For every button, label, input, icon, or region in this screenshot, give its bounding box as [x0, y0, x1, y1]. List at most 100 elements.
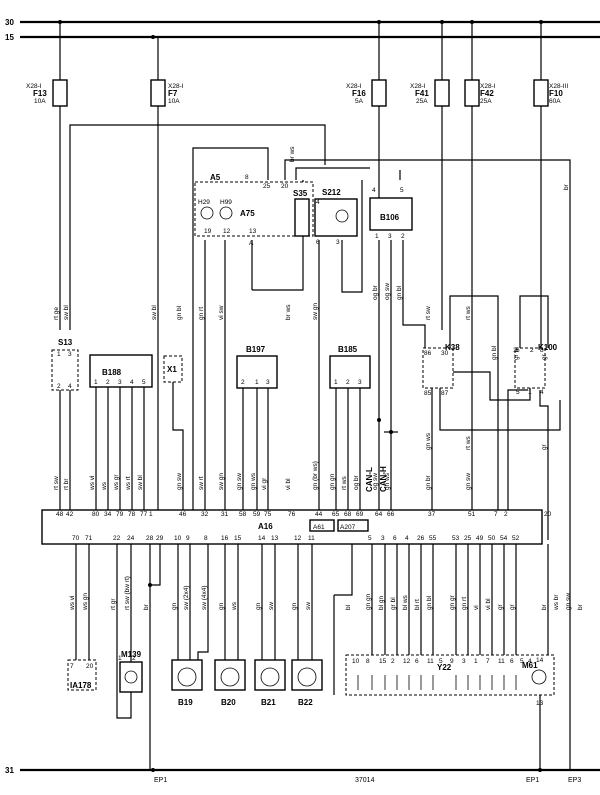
a16-top-pin: 44	[315, 511, 323, 518]
svg-text:IA178: IA178	[70, 681, 92, 690]
wire-color-label: rt ws	[465, 306, 472, 320]
wire-color-label: rt ge	[53, 307, 60, 320]
wire-color-label: rt sw (bw rt)	[124, 576, 131, 610]
svg-text:12: 12	[223, 228, 231, 235]
wire-color-label: ws gr	[113, 474, 120, 491]
svg-text:X28-III: X28-III	[549, 83, 568, 90]
wire-color-label: gn bl	[491, 345, 498, 360]
y22-pin: 9	[450, 658, 454, 665]
svg-text:10A: 10A	[168, 98, 180, 105]
svg-text:K38: K38	[445, 343, 460, 352]
wire-color-label: gn bl	[176, 305, 183, 320]
a16-top-pin: 32	[201, 511, 209, 518]
a16-top-pin: 51	[468, 511, 476, 518]
svg-text:3: 3	[388, 233, 392, 240]
svg-text:F7: F7	[168, 89, 178, 98]
b188-pin: 3	[118, 379, 122, 386]
k100-pin: 4	[540, 389, 544, 396]
wire-color-label: gn br	[425, 474, 432, 490]
sensor-b19: B19	[171, 659, 203, 707]
can-low-label: CAN-L	[365, 467, 374, 492]
sensor-b21: B21	[254, 659, 286, 707]
svg-text:F16: F16	[352, 89, 366, 98]
y22-pin: 3	[462, 658, 466, 665]
svg-text:Y22: Y22	[437, 663, 452, 672]
wire-color-label: og br	[353, 474, 360, 490]
svg-text:A61: A61	[313, 524, 325, 531]
b185-pin: 3	[358, 379, 362, 386]
a16-top-pin: 64	[375, 511, 383, 518]
wire-color-label: gn ws	[384, 472, 391, 490]
a16-top-pin: 7	[494, 511, 498, 518]
b185-pin: 1	[334, 379, 338, 386]
a16-bottom-pin: 11	[308, 535, 315, 542]
s13-switch: S13	[51, 338, 79, 510]
wire-color-label: rt ws	[341, 476, 348, 490]
a16-top-pin: 34	[104, 511, 112, 518]
a16-top-pin: 77	[140, 511, 148, 518]
wire-color-label: gr	[509, 603, 516, 610]
wire-color-label: br	[577, 603, 584, 610]
k100-pin: 5	[516, 389, 520, 396]
a16-bottom-pin: 22	[113, 535, 121, 542]
b197-pin: 3	[266, 379, 270, 386]
svg-text:19: 19	[204, 228, 212, 235]
svg-text:F42: F42	[480, 89, 494, 98]
svg-text:F13: F13	[33, 89, 47, 98]
a16-top-pin: 2	[504, 511, 508, 518]
svg-text:A5: A5	[210, 173, 221, 182]
b197-pin: 1	[255, 379, 259, 386]
y22-pin: 12	[403, 658, 411, 665]
wire-color-label: ws rt	[125, 476, 132, 491]
a16-bottom-pin: 12	[294, 535, 302, 542]
wire-color-label: ws	[101, 481, 108, 491]
wire-color-label: br ws	[285, 304, 292, 320]
wire-color-label: gn sw	[565, 593, 572, 610]
wire-color-label: sw bl	[151, 305, 158, 320]
a16-bottom-pin: 16	[221, 535, 229, 542]
wire-color-label: gn	[218, 602, 225, 610]
svg-text:10A: 10A	[34, 98, 46, 105]
svg-text:B106: B106	[380, 213, 400, 222]
y22-pin: 15	[379, 658, 387, 665]
wire-color-label: gn sw	[465, 473, 472, 490]
a16-bottom-pin: 25	[464, 535, 472, 542]
a16-bottom-pin: 15	[234, 535, 242, 542]
y22-pin: 2	[391, 658, 395, 665]
svg-text:25A: 25A	[416, 98, 428, 105]
a16-top-pin: 68	[344, 511, 352, 518]
a16-bottom-pin: 26	[417, 535, 425, 542]
k100-relay: K100	[514, 343, 558, 389]
s13-pin: 3	[68, 351, 72, 358]
b188-sensor: B188	[89, 354, 153, 510]
svg-text:60A: 60A	[549, 98, 561, 105]
a16-bottom-pin: 13	[271, 535, 279, 542]
a16-top-pin: 1	[149, 511, 153, 518]
wire-color-label: rt gr	[110, 598, 117, 610]
wire-color-label: br ws	[289, 146, 296, 162]
a16-top-pin: 65	[332, 511, 340, 518]
svg-text:4: 4	[316, 199, 320, 206]
svg-text:B185: B185	[338, 345, 358, 354]
wire-color-label: sw	[305, 602, 312, 610]
k38-relay: K38	[422, 343, 460, 389]
a16-bottom-pin: 8	[204, 535, 208, 542]
s212-switch: S212 4 6 3	[314, 188, 358, 246]
wire-color-label: sw gn	[312, 303, 319, 320]
s13-pin: 2	[57, 383, 61, 390]
a16-bottom-pin: 24	[127, 535, 135, 542]
y22-pin: 6	[510, 658, 514, 665]
wire-color-label: gr	[541, 353, 548, 360]
svg-text:B197: B197	[246, 345, 266, 354]
k38-pin: 86	[424, 350, 432, 357]
wire-color-label: gn sw	[236, 473, 243, 490]
m139-pin: 1	[118, 655, 122, 662]
y22-pin: 8	[366, 658, 370, 665]
svg-text:5A: 5A	[355, 98, 364, 105]
svg-text:S13: S13	[58, 338, 73, 347]
wire-color-label: rt sw	[53, 476, 60, 490]
a16-bottom-pin: 52	[512, 535, 520, 542]
k100-pin: 1	[528, 389, 532, 396]
